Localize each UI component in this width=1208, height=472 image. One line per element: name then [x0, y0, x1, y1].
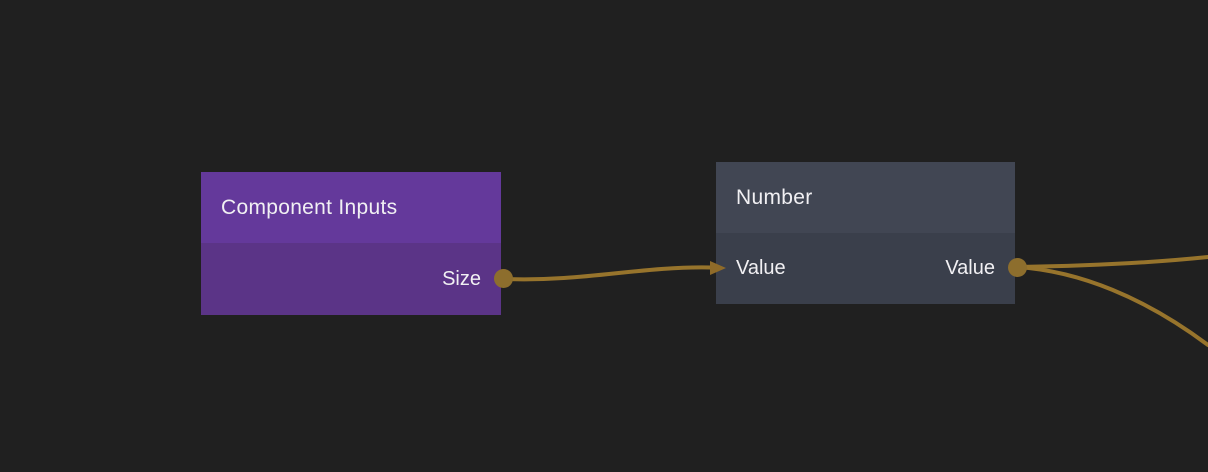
- output-port-row: Size: [221, 268, 481, 291]
- wire-value-offscreen-bottom[interactable]: [1015, 265, 1208, 347]
- wire-value-offscreen-top[interactable]: [1015, 255, 1208, 269]
- input-port-label-value: Value: [736, 257, 786, 279]
- node-title: Component Inputs: [221, 195, 398, 219]
- output-port-value[interactable]: [1008, 258, 1027, 277]
- node-component-inputs[interactable]: Component Inputs Size: [201, 172, 501, 315]
- node-component-inputs-header[interactable]: Component Inputs: [201, 172, 501, 243]
- wire-size-to-value[interactable]: [502, 265, 713, 282]
- node-title: Number: [736, 185, 813, 209]
- port-row: Value Value: [736, 257, 995, 280]
- output-port-label-size: Size: [442, 267, 481, 290]
- output-port-size[interactable]: [494, 269, 513, 288]
- output-port-label-value: Value: [945, 257, 995, 279]
- wire-arrowhead-icon: [710, 261, 726, 275]
- node-component-inputs-body: Size: [201, 243, 501, 315]
- node-number-header[interactable]: Number: [716, 162, 1015, 233]
- node-number-body: Value Value: [716, 233, 1015, 304]
- node-number[interactable]: Number Value Value: [716, 162, 1015, 304]
